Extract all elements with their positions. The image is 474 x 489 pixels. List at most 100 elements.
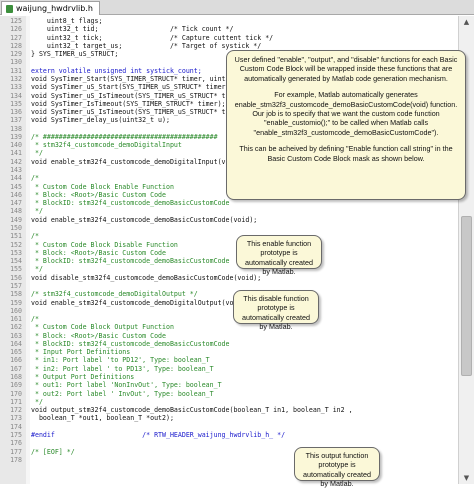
- code-line: 145 * Custom Code Block Enable Function: [0, 183, 458, 191]
- callout-enable-text: This enable function prototype is automa…: [245, 239, 313, 277]
- line-code: * Block: <Root>/Basic Custom Code: [31, 248, 166, 257]
- line-code: uint32_t tick; /* Capture cuttent tick *…: [31, 33, 274, 42]
- line-number: 173: [10, 414, 22, 423]
- line-number: 163: [10, 331, 22, 340]
- code-line: 140 * stm32f4_customcode_demoDigitalInpu…: [0, 141, 458, 149]
- line-code: */: [31, 397, 43, 406]
- line-code: /*: [31, 232, 39, 241]
- line-code: * out1: Port label 'NonInvOut', Type: bo…: [31, 381, 222, 390]
- code-line: 143: [0, 166, 458, 174]
- line-code: * Block: <Root>/Basic Custom Code: [31, 190, 166, 199]
- line-number: 131: [10, 66, 22, 75]
- line-code: /*: [31, 315, 39, 324]
- line-number: 149: [10, 215, 22, 224]
- line-code: * Custom Code Block Disable Function: [31, 240, 178, 249]
- line-code: */: [31, 265, 43, 274]
- line-code: void SysTimer_Start(SYS_TIMER_STRUCT* ti…: [31, 74, 242, 83]
- line-number: 127: [10, 33, 22, 42]
- line-code: * Block: <Root>/Basic Custom Code: [31, 331, 166, 340]
- line-code: } SYS_TIMER_uS_STRUCT;: [31, 50, 119, 59]
- callout-disable-note: This disable function prototype is autom…: [233, 290, 319, 331]
- scroll-down-arrow-icon[interactable]: ▼: [463, 474, 470, 482]
- code-line: 174: [0, 423, 458, 431]
- line-code: void disable_stm32f4_customcode_demoBasi…: [31, 273, 262, 282]
- callout-paragraph-2: For example, Matlab automatically genera…: [234, 90, 458, 137]
- line-code: void SysTimer_IsTimeout(SYS_TIMER_STRUCT…: [31, 99, 226, 108]
- line-number: 152: [10, 240, 22, 249]
- line-number: 143: [10, 166, 22, 175]
- line-number: 166: [10, 356, 22, 365]
- code-line: 175#endif /* RTW_HEADER_waijung_hwdrvlib…: [0, 431, 458, 439]
- line-number: 162: [10, 323, 22, 332]
- line-number: 165: [10, 348, 22, 357]
- line-code: void SysTimer_delay_us(uint32_t u);: [31, 116, 170, 125]
- code-line: 173 boolean_T *out1, boolean_T *out2);: [0, 414, 458, 422]
- code-line: 127 uint32_t tick; /* Capture cuttent ti…: [0, 34, 458, 42]
- line-number: 140: [10, 141, 22, 150]
- line-code: boolean_T *out1, boolean_T *out2);: [31, 414, 174, 423]
- callout-disable-text: This disable function prototype is autom…: [242, 294, 310, 332]
- line-code: */: [31, 207, 43, 216]
- code-line: 146 * Block: <Root>/Basic Custom Code: [0, 191, 458, 199]
- code-line: 135 void SysTimer_IsTimeout(SYS_TIMER_STR…: [0, 100, 458, 108]
- line-number: 169: [10, 381, 22, 390]
- code-line: 161/*: [0, 315, 458, 323]
- line-code: /*: [31, 174, 39, 183]
- line-number: 126: [10, 25, 22, 34]
- line-number: 129: [10, 50, 22, 59]
- line-code: * out2: Port label ' InvOut', Type: bool…: [31, 389, 214, 398]
- line-number: 138: [10, 124, 22, 133]
- line-code: * Custom Code Block Enable Function: [31, 182, 174, 191]
- tab-file[interactable]: waijung_hwdrvlib.h: [1, 1, 100, 15]
- line-code: */: [31, 149, 43, 158]
- code-line: 166 * in1: Port label 'to PD12', Type: b…: [0, 356, 458, 364]
- line-number: 133: [10, 83, 22, 92]
- code-line: 167 * in2: Port label ' to PD13', Type: …: [0, 365, 458, 373]
- line-code: #endif /* RTW_HEADER_waijung_hwdrvlib_h_…: [31, 431, 286, 439]
- scrollbar-thumb[interactable]: [461, 216, 472, 376]
- code-line: 162 * Custom Code Block Output Function: [0, 323, 458, 331]
- callout-explanation: User defined "enable", "output", and "di…: [226, 50, 466, 200]
- tab-bar: waijung_hwdrvlib.h: [0, 0, 474, 15]
- fold-margin: [26, 16, 30, 484]
- code-line: 164 * BlockID: stm32f4_customcode_demoBa…: [0, 340, 458, 348]
- line-code: * Output Port Definitions: [31, 373, 135, 382]
- line-number: 130: [10, 58, 22, 67]
- code-line: 153 * Block: <Root>/Basic Custom Code: [0, 249, 458, 257]
- code-line: 151/*: [0, 232, 458, 240]
- line-number: 172: [10, 406, 22, 415]
- line-code: * BlockID: stm32f4_customcode_demoBasicC…: [31, 199, 230, 208]
- code-line: 170 * out2: Port label ' InvOut', Type: …: [0, 390, 458, 398]
- line-code: void enable_stm32f4_customcode_demoDigit…: [31, 157, 246, 166]
- code-line: 144 /*: [0, 174, 458, 182]
- line-number: 146: [10, 190, 22, 199]
- callout-output-text: This output function prototype is automa…: [303, 451, 371, 489]
- line-code: uint32_t target_us; /* Target of systick…: [31, 41, 262, 50]
- line-code: * Custom Code Block Output Function: [31, 323, 174, 332]
- scroll-up-arrow-icon[interactable]: ▲: [463, 18, 470, 26]
- line-number: 132: [10, 74, 22, 83]
- line-code: * in1: Port label 'to PD12', Type: boole…: [31, 356, 210, 365]
- code-line: 177/* [EOF] */: [0, 448, 458, 456]
- callout-paragraph-1: User defined "enable", "output", and "di…: [234, 55, 458, 83]
- line-code: /* #####################################…: [31, 132, 218, 141]
- line-number: 157: [10, 281, 22, 290]
- line-code: * Input Port Definitions: [31, 348, 131, 357]
- line-number: 171: [10, 397, 22, 406]
- code-line: 165 * Input Port Definitions: [0, 348, 458, 356]
- line-number: 144: [10, 174, 22, 183]
- line-code: * BlockID: stm32f4_customcode_demoBasicC…: [31, 257, 230, 266]
- code-line: 150: [0, 224, 458, 232]
- code-line: 139/* ##################################…: [0, 133, 458, 141]
- line-code: void SysTimer_uS_Start(SYS_TIMER_uS_STRU…: [31, 83, 242, 92]
- code-line: 132 void SysTimer_Start(SYS_TIMER_STRUCT*…: [0, 75, 458, 83]
- line-number: 174: [10, 422, 22, 431]
- line-code: /* [EOF] */: [31, 447, 75, 456]
- line-number: 135: [10, 99, 22, 108]
- line-number: 155: [10, 265, 22, 274]
- line-code: * BlockID: stm32f4_customcode_demoBasicC…: [31, 339, 230, 348]
